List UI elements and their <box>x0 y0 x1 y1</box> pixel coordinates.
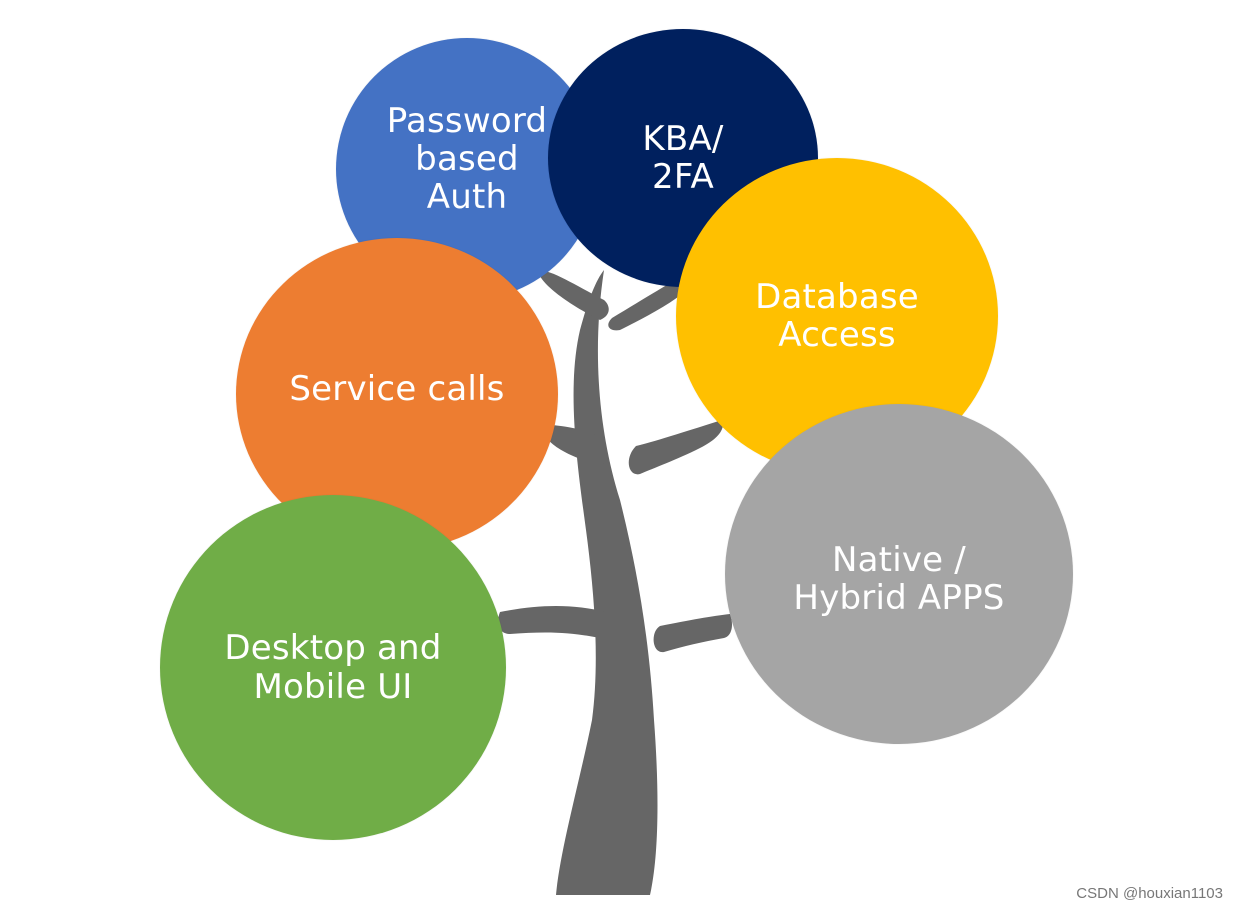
watermark: CSDN @houxian1103 <box>1076 885 1223 902</box>
service-calls-bubble-label: Service calls <box>289 368 505 409</box>
desktop-mobile-ui-bubble-label: Desktop and Mobile UI <box>224 628 442 707</box>
database-access-bubble-label: Database Access <box>755 276 919 355</box>
native-hybrid-apps-bubble-label: Native / Hybrid APPS <box>793 539 1005 618</box>
desktop-mobile-ui-bubble: Desktop and Mobile UI <box>160 495 506 840</box>
native-hybrid-apps-bubble: Native / Hybrid APPS <box>725 404 1073 744</box>
password-auth-bubble-label: Password based Auth <box>386 100 548 218</box>
kba-2fa-bubble-label: KBA/ 2FA <box>642 118 724 197</box>
service-calls-bubble: Service calls <box>236 238 558 550</box>
